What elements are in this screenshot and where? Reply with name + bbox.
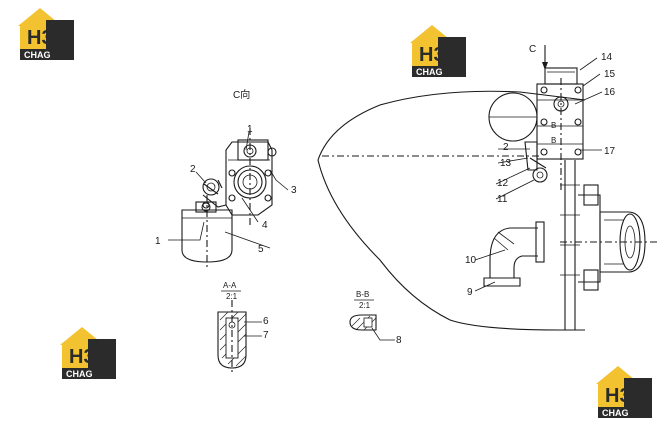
section-b-b: B-B 2:1 8 (349, 290, 402, 346)
callout-17: 17 (604, 146, 616, 157)
brand-logo: H3 CHAG (18, 8, 74, 60)
callout-8: 8 (396, 335, 402, 346)
section-a-scale: 2:1 (226, 292, 238, 301)
section-a-a: A-A 2:1 6 7 (217, 281, 269, 372)
callout-3: 3 (291, 185, 297, 196)
callout-7: 7 (263, 330, 269, 341)
c-view-label: C向 (233, 88, 250, 101)
callout-16: 16 (604, 87, 616, 98)
callout-1a: 1 (247, 124, 253, 135)
brand-logo: H3 CHAG (60, 327, 116, 379)
logo-text: CHAG (66, 369, 93, 379)
section-b-scale: 2:1 (359, 301, 371, 310)
callout-4: 4 (262, 220, 268, 231)
callout-10: 10 (465, 255, 477, 266)
callout-2: 2 (190, 164, 196, 175)
logo-mark: H3 (419, 44, 445, 66)
logo-text: CHAG (24, 50, 51, 60)
callout-11: 11 (497, 194, 508, 205)
section-b-label: B-B (356, 290, 369, 299)
c-arrow-label: C (529, 44, 536, 55)
callout-6: 6 (263, 316, 269, 327)
logo-mark: H3 (27, 27, 53, 49)
logo-text: CHAG (602, 408, 629, 418)
section-a-label: A-A (223, 281, 237, 290)
svg-text:B: B (551, 121, 556, 130)
callout-12: 12 (497, 178, 509, 189)
brand-logo: H3 CHAG (410, 25, 466, 77)
callout-15: 15 (604, 69, 616, 80)
callout-13: 13 (500, 158, 512, 169)
callout-2b: 2 (503, 142, 509, 153)
logo-mark: H3 (69, 346, 95, 368)
callout-5: 5 (258, 244, 264, 255)
callout-14: 14 (601, 52, 613, 63)
brand-logo: H3 CHAG (596, 366, 652, 418)
logo-mark: H3 (605, 385, 631, 407)
logo-text: CHAG (416, 67, 443, 77)
c-view-assembly: C向 1 (155, 88, 297, 268)
tank-assembly: C B B (317, 44, 660, 331)
callout-1b: 1 (155, 236, 161, 247)
svg-text:B: B (551, 136, 556, 145)
callout-9: 9 (467, 287, 473, 298)
